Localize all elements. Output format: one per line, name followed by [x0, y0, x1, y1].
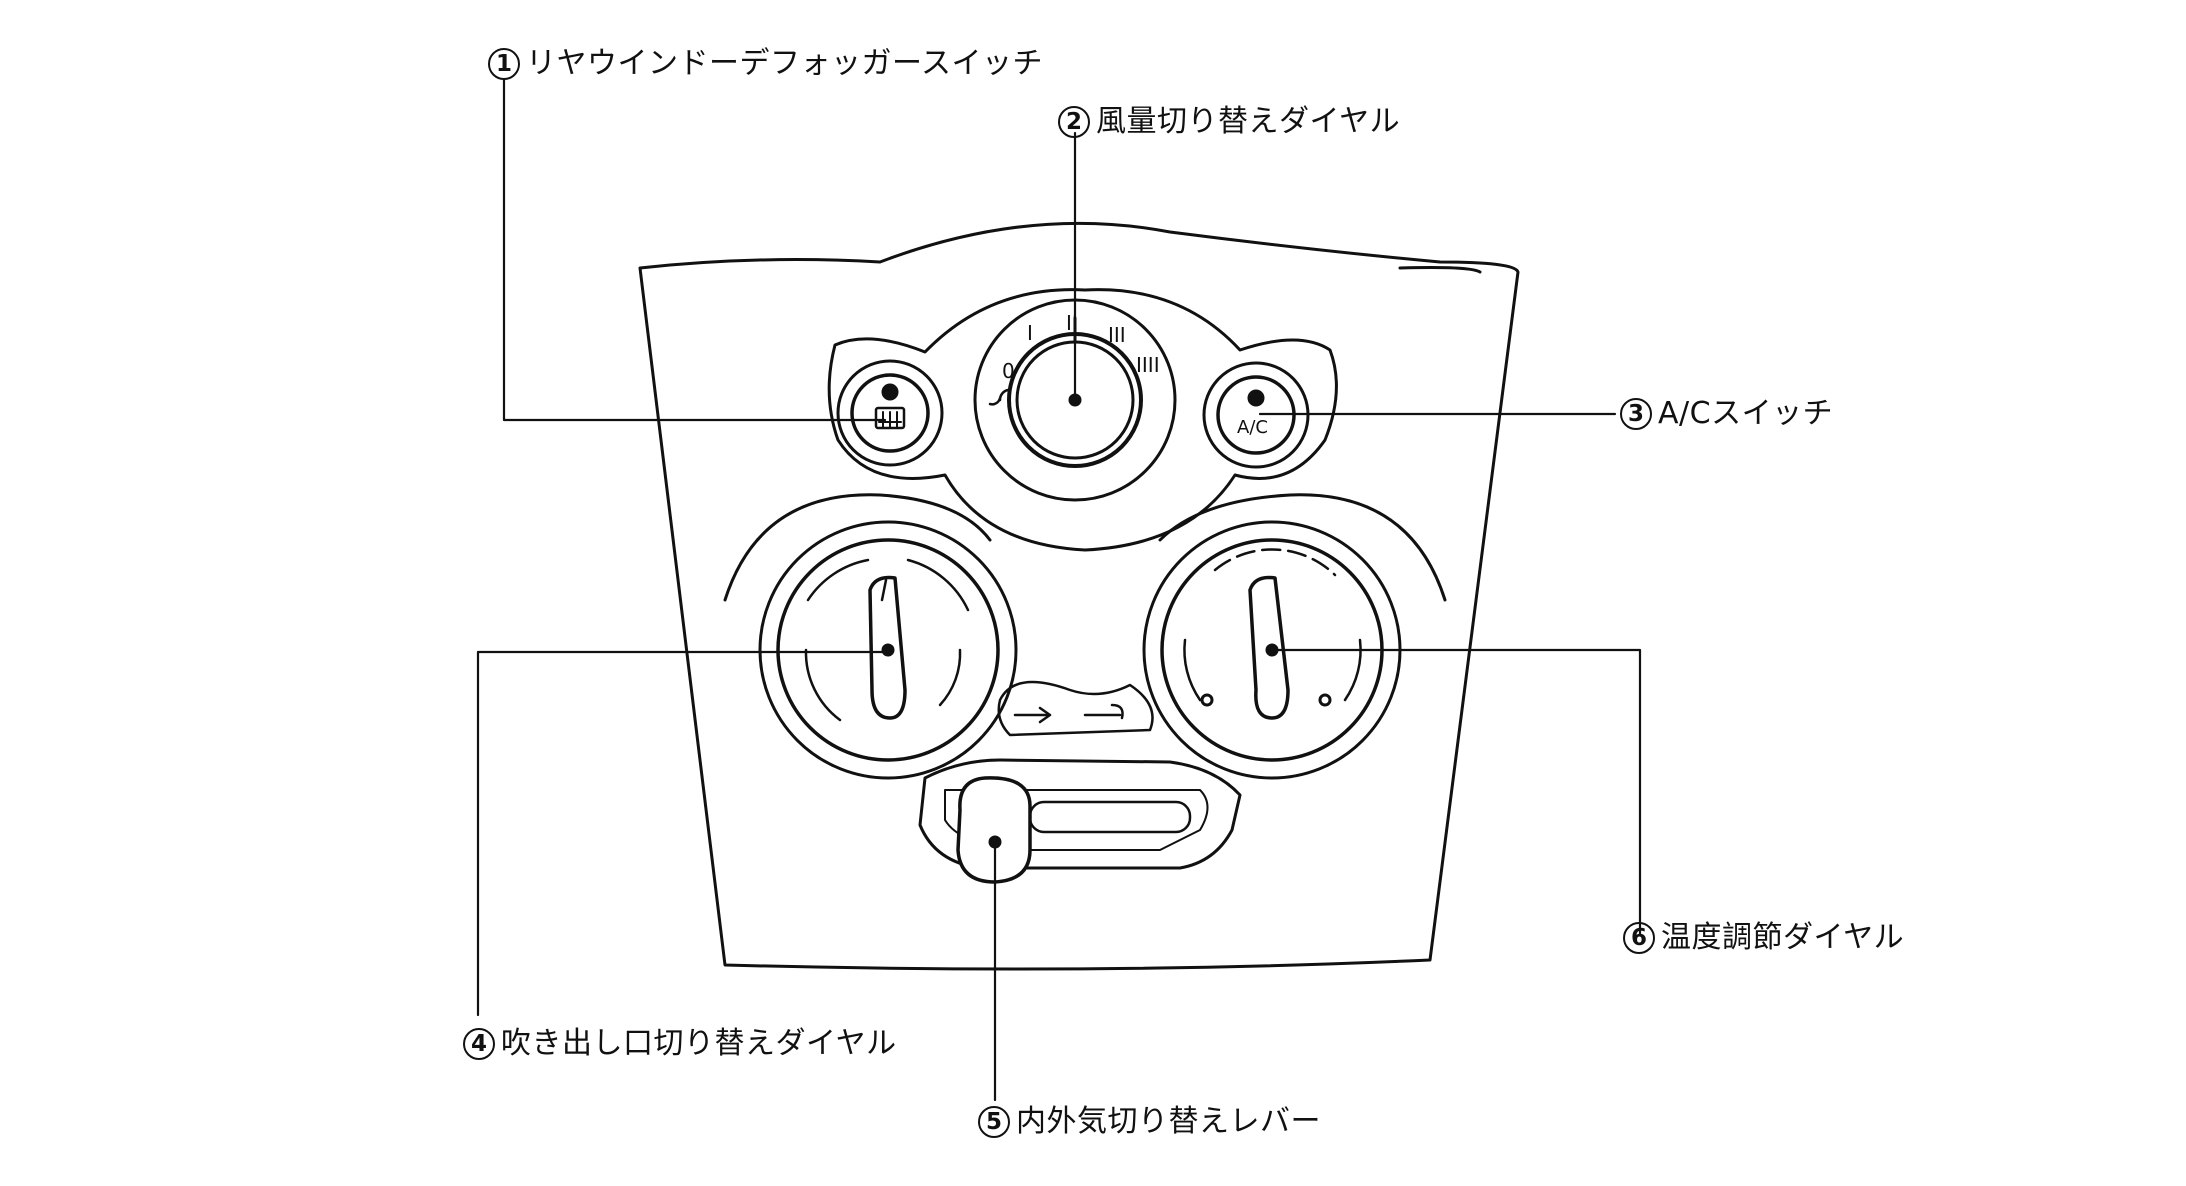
leader-lines	[476, 78, 1642, 1102]
rear-defogger-button	[836, 359, 944, 467]
callout-ac-switch: 3 A/Cスイッチ	[1620, 398, 1833, 430]
callout-label: リヤウインドーデフォッガースイッチ	[526, 46, 1043, 81]
callout-label: 風量切り替えダイヤル	[1096, 104, 1401, 139]
callout-number: 6	[1623, 922, 1655, 954]
intake-lever	[918, 758, 1242, 884]
callout-fan-speed: 2 風量切り替えダイヤル	[1058, 106, 1400, 138]
ac-button-label: A/C	[1237, 417, 1268, 438]
callout-number: 5	[978, 1106, 1010, 1138]
fan-level-1: I	[1027, 321, 1033, 345]
callout-number: 2	[1058, 106, 1090, 138]
callout-rear-defogger: 1 リヤウインドーデフォッガースイッチ	[488, 48, 1043, 80]
fan-level-0: 0	[1002, 359, 1015, 383]
callout-label: A/Cスイッチ	[1658, 396, 1834, 431]
callout-temperature: 6 温度調節ダイヤル	[1623, 922, 1904, 954]
callout-label: 吹き出し口切り替えダイヤル	[501, 1026, 897, 1061]
callout-label: 内外気切り替えレバー	[1016, 1104, 1321, 1139]
recirc-icons	[997, 680, 1154, 737]
callout-mode-dial: 4 吹き出し口切り替えダイヤル	[463, 1028, 897, 1060]
callout-number: 4	[463, 1028, 495, 1060]
callout-number: 3	[1620, 398, 1652, 430]
fan-level-4: IIII	[1136, 353, 1160, 377]
mode-dial	[758, 520, 1018, 780]
callout-label: 温度調節ダイヤル	[1661, 920, 1905, 955]
fan-level-3: III	[1108, 323, 1126, 347]
callout-number: 1	[488, 48, 520, 80]
panel-outline	[638, 221, 1520, 971]
callout-intake-lever: 5 内外気切り替えレバー	[978, 1106, 1321, 1138]
fan-level-2: II	[1066, 311, 1078, 335]
upper-recess	[827, 288, 1338, 552]
